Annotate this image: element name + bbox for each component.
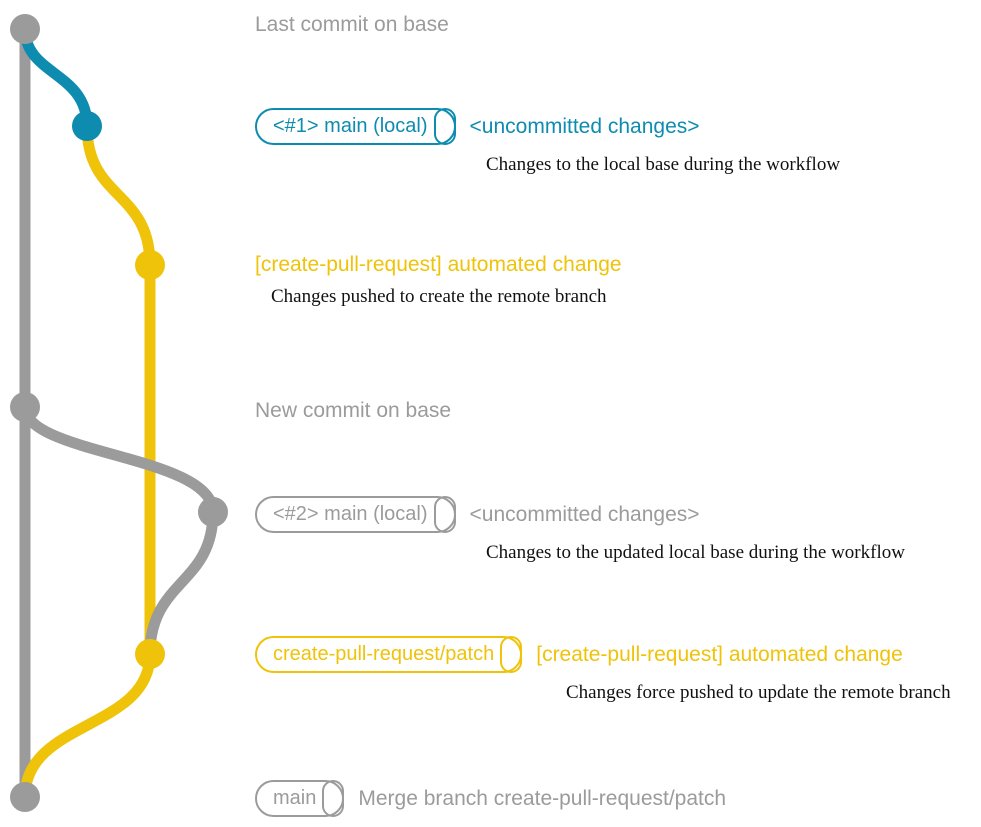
commit-subject: [create-pull-request] automated change: [536, 642, 903, 666]
edge-base-to-local1: [19, 23, 93, 132]
commit-entry-local-2: <#2> main (local) <uncommitted changes> …: [255, 496, 905, 564]
commit-subject: [create-pull-request] automated change: [255, 253, 622, 276]
commit-subject: Merge branch create-pull-request/patch: [358, 786, 727, 810]
edge-patch2-to-merge: [19, 648, 156, 803]
commit-node-merge[interactable]: [10, 782, 40, 812]
commit-node-base-last[interactable]: [10, 14, 40, 44]
ref-tag-main[interactable]: main: [255, 780, 345, 817]
commit-subject: Last commit on base: [255, 13, 449, 36]
commit-node-base-new[interactable]: [10, 392, 40, 422]
edge-base2-to-local2: [19, 401, 219, 518]
commit-node-local-1[interactable]: [72, 111, 102, 141]
commit-node-patch-2[interactable]: [135, 639, 165, 669]
ref-tag-create-pull-request-patch[interactable]: create-pull-request/patch: [255, 636, 523, 673]
ref-tag-main-local-1[interactable]: <#1> main (local): [255, 108, 456, 145]
commit-subject: New commit on base: [255, 399, 452, 422]
commit-subject: <uncommitted changes>: [469, 114, 700, 138]
edge-local1-to-patch1: [81, 120, 156, 271]
commit-entry-patch-1: [create-pull-request] automated change C…: [255, 252, 622, 308]
commit-entry-merge: main Merge branch create-pull-request/pa…: [255, 780, 726, 817]
commit-node-patch-1[interactable]: [135, 250, 165, 280]
commit-node-local-2[interactable]: [198, 497, 228, 527]
commit-description: Changes pushed to create the remote bran…: [271, 286, 607, 307]
commit-description: Changes to the local base during the wor…: [486, 154, 841, 175]
commit-description: Changes force pushed to update the remot…: [566, 682, 951, 703]
commit-subject: <uncommitted changes>: [469, 502, 700, 526]
commit-entry-new-commit-on-base: New commit on base: [255, 398, 451, 424]
commit-entry-local-1: <#1> main (local) <uncommitted changes> …: [255, 108, 840, 176]
edge-local2-to-patch2: [144, 506, 219, 660]
commit-entry-last-commit-on-base: Last commit on base: [255, 12, 449, 38]
commit-description: Changes to the updated local base during…: [486, 542, 905, 563]
commit-entry-patch-2: create-pull-request/patch [create-pull-r…: [255, 636, 951, 704]
ref-tag-main-local-2[interactable]: <#2> main (local): [255, 496, 456, 533]
